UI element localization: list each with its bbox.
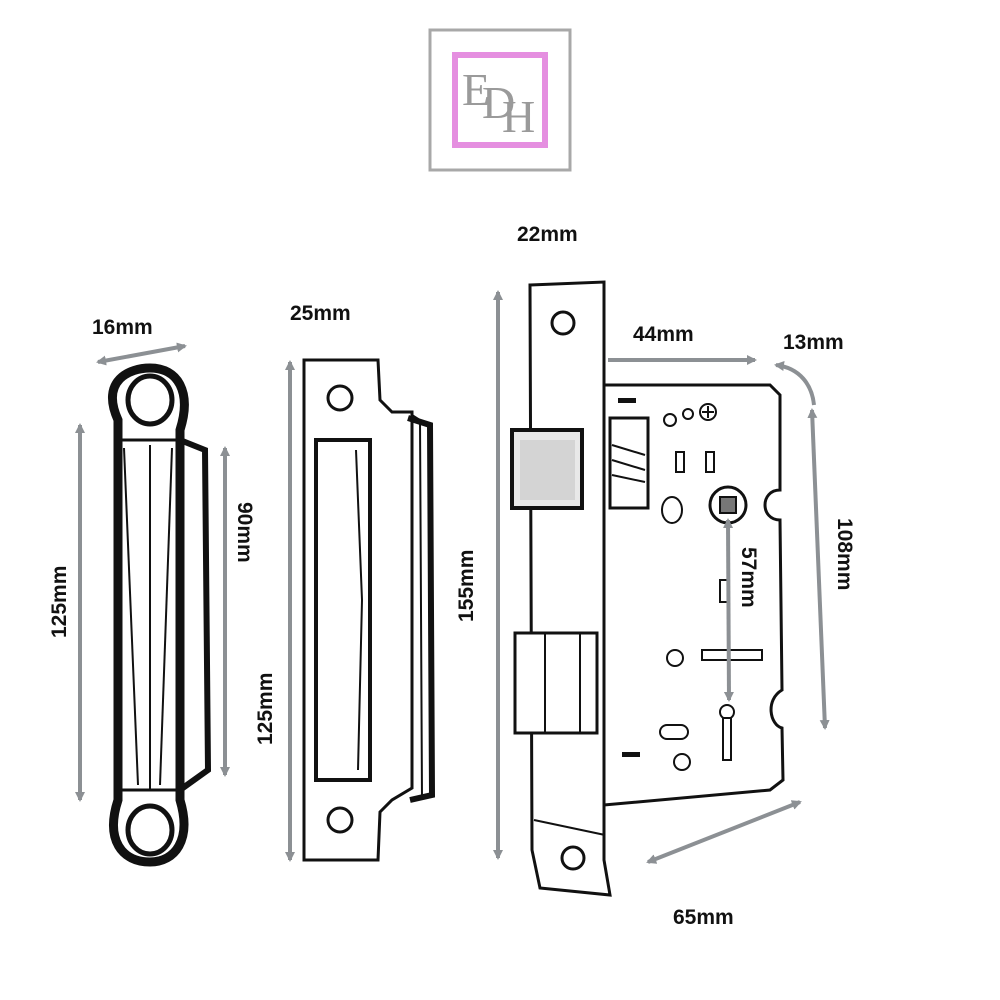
keyhole [719, 704, 735, 720]
tube-latch-top-screw-hole [125, 373, 175, 427]
dead-bolt [513, 631, 599, 735]
faceplate-bottom-screw-hole [560, 845, 586, 871]
case-width-arrow [646, 800, 802, 864]
tube-latch-height-label: 125mm [48, 566, 71, 638]
logo-letter-d: D [482, 77, 515, 128]
backset-label: 44mm [633, 323, 694, 346]
case-width-label: 65mm [673, 906, 734, 929]
strike-plate-drawing [302, 358, 436, 862]
strike-top-screw-hole [326, 384, 354, 412]
centres-label: 57mm [737, 547, 760, 608]
strike-plate-height-label: 125mm [254, 673, 277, 745]
logo-letter-e: E [462, 64, 490, 115]
case-height-label: 108mm [833, 518, 856, 590]
faceplate-top-screw-hole [550, 310, 576, 336]
case-height-arrow [807, 408, 830, 730]
strike-bottom-screw-hole [326, 806, 354, 834]
tube-latch-width-arrow [96, 342, 187, 366]
case-depth-label: 13mm [783, 331, 844, 354]
mortice-lock-drawing [510, 280, 785, 897]
logo-letter-h: H [502, 91, 535, 142]
faceplate-height-label: 155mm [455, 550, 478, 622]
spindle-square [719, 496, 737, 514]
tube-latch-bottom-screw-hole [125, 803, 175, 857]
tube-latch-inner-label: 90mm [233, 502, 256, 563]
brand-logo: E D H [428, 28, 572, 172]
strike-plate-width-label: 25mm [290, 302, 351, 325]
case-depth-arrow [774, 361, 816, 406]
faceplate-width-label: 22mm [517, 223, 578, 246]
logo-inner-frame [452, 52, 548, 148]
tube-latch-width-label: 16mm [92, 316, 153, 339]
centres-arrow [723, 518, 734, 702]
tube-latch-drawing [108, 363, 212, 867]
